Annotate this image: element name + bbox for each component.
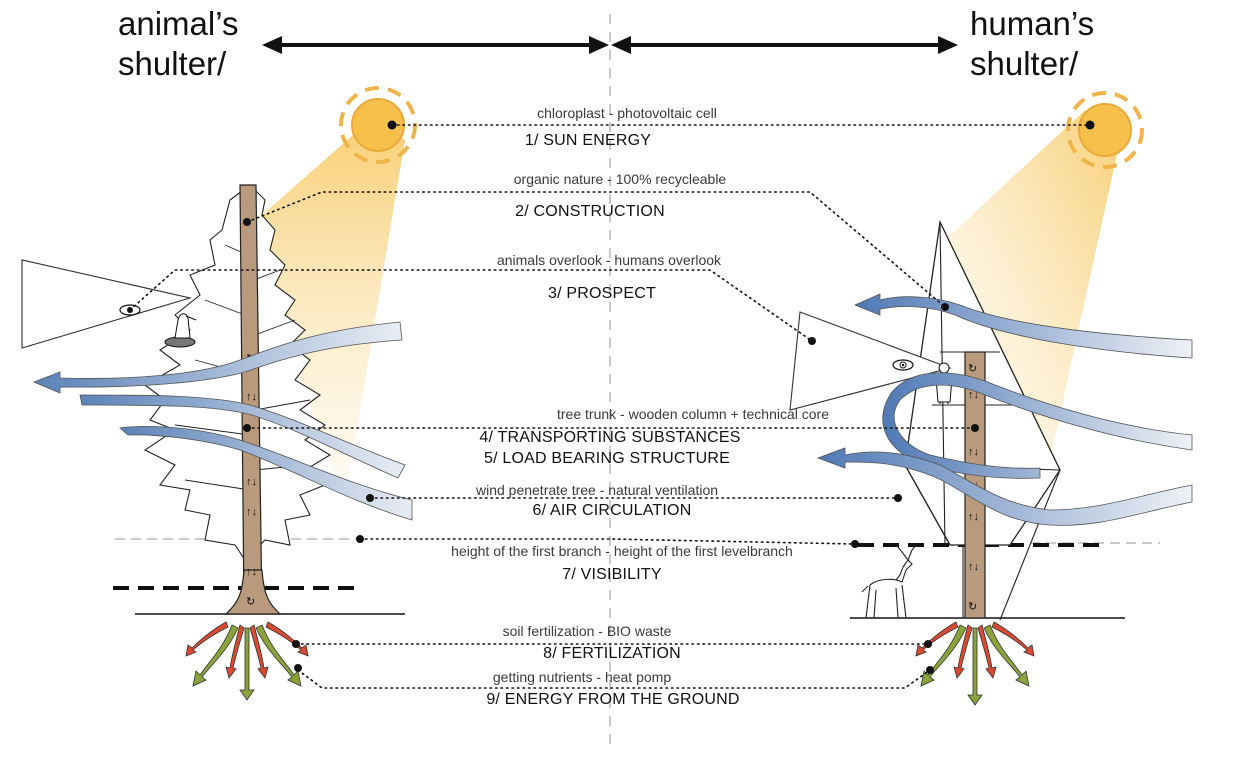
row7-subtitle: height of the first branch - height of t… [451, 543, 793, 559]
top-arrows [262, 36, 958, 54]
row4-subtitle: tree trunk - wooden column + technical c… [557, 406, 829, 422]
row6-subtitle: wind penetrate tree - natural ventilatio… [475, 482, 719, 498]
svg-text:↑↓: ↑↓ [246, 566, 257, 578]
leader-lines [129, 124, 1091, 689]
svg-text:↑↓: ↑↓ [246, 391, 257, 403]
eye-right-icon [892, 359, 914, 371]
sun-beam-left [245, 120, 405, 500]
vision-cone-left [21, 259, 193, 349]
leader-dots [243, 218, 979, 674]
left-trunk-flow-icons: ↻ ↑↓ ↑↓ ↑↓ ↑↓ ↑↓ ↻ [246, 353, 257, 608]
svg-text:↑↓: ↑↓ [246, 476, 257, 488]
bird-nest-icon [164, 313, 197, 348]
row2-title: 2/ CONSTRUCTION [515, 203, 665, 220]
row3-title: 3/ PROSPECT [547, 285, 657, 302]
row5-title: 5/ LOAD BEARING STRUCTURE [484, 450, 730, 467]
sun-beam-right [945, 110, 1120, 460]
row7-title: 7/ VISIBILITY [562, 566, 662, 583]
row4-title: 4/ TRANSPORTING SUBSTANCES [479, 429, 741, 446]
right-header: human’s shulter/ [970, 4, 1094, 84]
deer-icon [861, 544, 917, 619]
wind-arrows-right [816, 293, 1193, 526]
svg-text:↑↓: ↑↓ [968, 561, 979, 573]
left-header-line1: animal’s [118, 5, 239, 42]
svg-text:↑↓: ↑↓ [968, 511, 979, 523]
row1-subtitle: chloroplast - photovoltaic cell [537, 105, 717, 121]
row8-subtitle: soil fertilization - BIO waste [502, 623, 672, 639]
right-header-line2: shulter/ [970, 45, 1079, 82]
left-header-line2: shulter/ [118, 45, 227, 82]
row3-subtitle: animals overlook - humans overlook [496, 252, 722, 268]
right-header-line1: human’s [970, 5, 1095, 42]
vision-cone-right [789, 311, 952, 411]
left-header: animal’s shulter/ [118, 4, 238, 84]
row8-title: 8/ FERTILIZATION [543, 645, 681, 662]
row1-title: 1/ SUN ENERGY [524, 132, 652, 149]
sun-right-icon [1066, 91, 1144, 169]
svg-text:↻: ↻ [246, 596, 255, 608]
roots-left [185, 621, 309, 701]
svg-text:↑↓: ↑↓ [246, 506, 257, 518]
row2-subtitle: organic nature - 100% recycleable [513, 171, 727, 187]
roots-right [915, 621, 1035, 706]
row9-subtitle: getting nutrients - heat pomp [492, 669, 672, 685]
row9-title: 9/ ENERGY FROM THE GROUND [486, 691, 740, 708]
svg-text:↑↓: ↑↓ [968, 446, 979, 458]
svg-text:↻: ↻ [968, 601, 977, 613]
wind-arrows-left [32, 321, 413, 521]
svg-text:↑↓: ↑↓ [968, 389, 979, 401]
svg-text:↻: ↻ [968, 363, 977, 375]
sun-left-icon [339, 86, 417, 164]
row6-title: 6/ AIR CIRCULATION [532, 502, 692, 519]
